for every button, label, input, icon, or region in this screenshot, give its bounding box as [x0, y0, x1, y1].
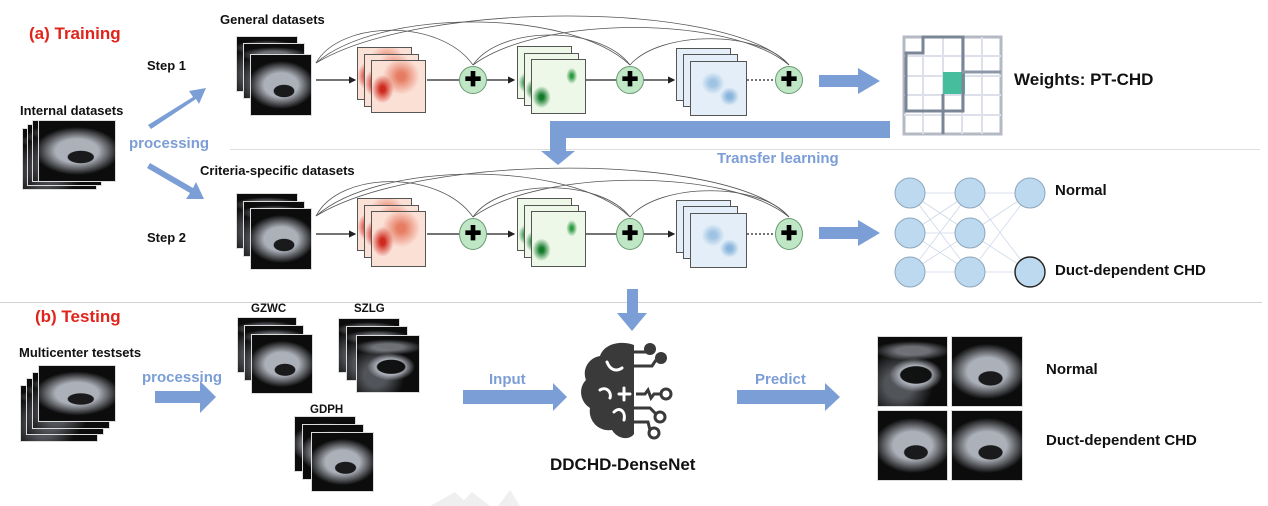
model-arrow-down [617, 289, 647, 331]
neural-network-icon [894, 177, 1046, 288]
model-name-label: DDCHD-DenseNet [550, 455, 696, 474]
block-arrows [147, 68, 890, 413]
prediction-normal-1 [877, 336, 948, 407]
nn-output-normal: Normal [1055, 182, 1107, 199]
predict-label: Predict [755, 371, 806, 388]
weights-label: Weights: PT-CHD [1014, 70, 1154, 89]
prediction-ddchd: Duct-dependent CHD [1046, 432, 1197, 449]
transfer-learning-arrow [541, 121, 890, 165]
watermark [430, 490, 520, 506]
divider-step [230, 149, 1260, 150]
transfer-learning-label: Transfer learning [717, 150, 839, 167]
weights-grid-icon [902, 35, 1003, 136]
nn-arrow [819, 220, 880, 246]
input-arrow [463, 383, 567, 411]
training-title: (a) Training [29, 24, 121, 43]
processing-label-training: processing [129, 135, 210, 152]
internal-datasets-label: Internal datasets [20, 103, 124, 118]
processing-arrow-testing [155, 381, 216, 413]
concat-node-2-step1: ✚ [616, 66, 644, 94]
dense-connections-step2 [315, 167, 790, 218]
center-gdph-label: GDPH [310, 404, 344, 416]
step1-label: Step 1 [147, 58, 187, 73]
prediction-ddchd-1 [877, 410, 948, 481]
general-datasets-label: General datasets [220, 12, 325, 27]
prediction-ddchd-2 [951, 410, 1023, 481]
center-gzwc-label: GZWC [251, 303, 287, 315]
brain-circuit-icon [581, 342, 673, 440]
concat-node-2-step2: ✚ [616, 218, 644, 250]
processing-arrow-up [148, 88, 206, 129]
predict-arrow [737, 383, 840, 411]
dense-connections-step1 [315, 15, 790, 66]
prediction-normal: Normal [1046, 361, 1098, 378]
input-label: Input [489, 371, 526, 388]
multicenter-label: Multicenter testsets [19, 345, 142, 360]
testing-title: (b) Testing [35, 307, 121, 326]
concat-node-3-step1: ✚ [775, 66, 803, 94]
concat-node-1-step2: ✚ [459, 218, 487, 250]
step2-label: Step 2 [147, 230, 187, 245]
concat-node-3-step2: ✚ [775, 218, 803, 250]
criteria-datasets-label: Criteria-specific datasets [200, 163, 355, 178]
processing-label-testing: processing [142, 369, 223, 386]
processing-arrow-down [147, 163, 204, 199]
weights-arrow [819, 68, 880, 94]
prediction-normal-2 [951, 336, 1023, 407]
nn-output-ddchd: Duct-dependent CHD [1055, 262, 1206, 279]
center-szlg-label: SZLG [354, 303, 385, 315]
concat-node-1-step1: ✚ [459, 66, 487, 94]
